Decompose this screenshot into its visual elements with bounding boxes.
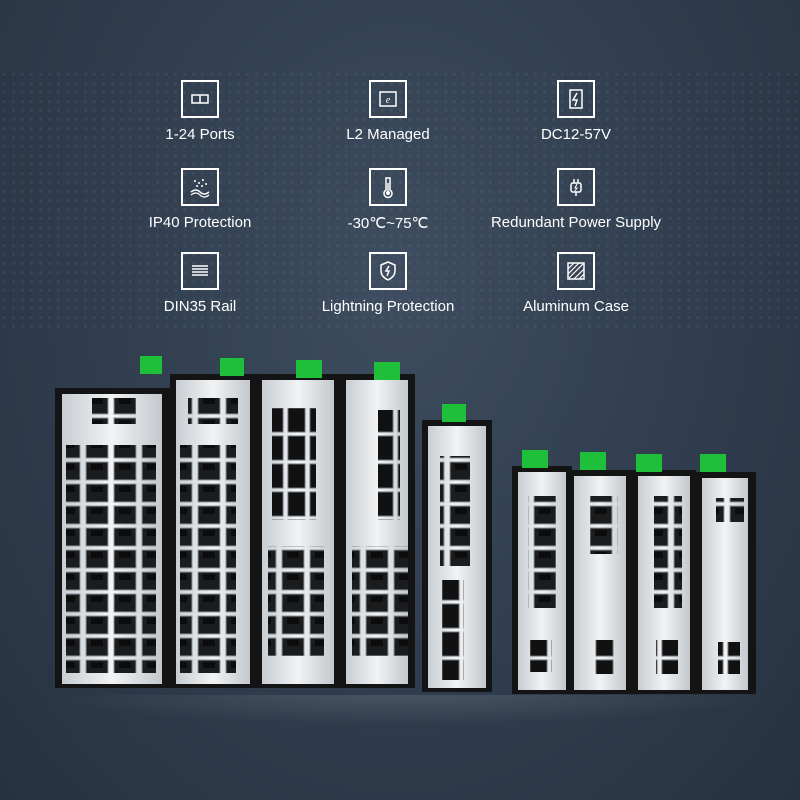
thermometer-icon xyxy=(369,168,407,206)
feature-label: Aluminum Case xyxy=(523,298,629,315)
product-lineup-image xyxy=(55,356,756,694)
switch-24-port-b xyxy=(170,358,255,688)
svg-text:e: e xyxy=(386,95,391,106)
switch-small-c xyxy=(632,454,696,694)
feature-label: DIN35 Rail xyxy=(163,298,237,315)
floor-reflection xyxy=(40,695,770,725)
background-dot-pattern xyxy=(0,70,800,330)
power-icon xyxy=(557,80,595,118)
feature-aluminum: Aluminum Case xyxy=(466,252,686,315)
feature-ports: 1-24 Ports xyxy=(90,80,310,143)
feature-lightning: Lightning Protection xyxy=(278,252,498,315)
ip40-icon xyxy=(181,168,219,206)
aluminum-case-icon xyxy=(557,252,595,290)
switch-small-d xyxy=(696,454,756,694)
feature-label: L2 Managed xyxy=(346,126,430,143)
feature-label: Redundant Power Supply xyxy=(490,214,662,231)
switch-24-port xyxy=(55,356,170,688)
switch-sfp-rj45-a xyxy=(255,360,340,688)
feature-power: DC12-57V xyxy=(466,80,686,143)
din-rail-icon xyxy=(181,252,219,290)
feature-label: 1-24 Ports xyxy=(165,126,235,143)
feature-label: -30℃~75℃ xyxy=(347,215,429,232)
feature-label: IP40 Protection xyxy=(148,214,252,231)
redundant-power-icon xyxy=(557,168,595,206)
feature-din-rail: DIN35 Rail xyxy=(90,252,310,315)
feature-label: Lightning Protection xyxy=(321,298,455,315)
feature-managed: e L2 Managed xyxy=(278,80,498,143)
managed-icon: e xyxy=(369,80,407,118)
feature-ip40: IP40 Protection xyxy=(90,168,310,231)
switch-small-b xyxy=(568,452,632,694)
switch-sfp-rj45-b xyxy=(340,362,415,688)
switch-industrial-ethernet xyxy=(422,404,492,692)
lightning-shield-icon xyxy=(369,252,407,290)
feature-label: DC12-57V xyxy=(540,126,612,143)
feature-redundant-power: Redundant Power Supply xyxy=(466,168,686,231)
ports-icon xyxy=(181,80,219,118)
feature-temperature: -30℃~75℃ xyxy=(278,168,498,232)
switch-small-a xyxy=(512,450,572,694)
